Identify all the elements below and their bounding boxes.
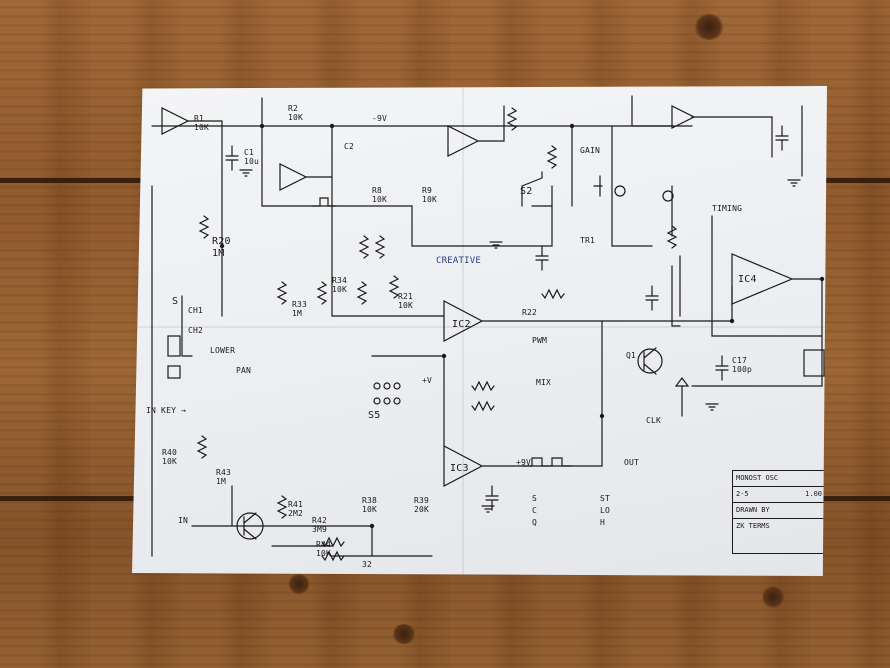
label-r8-value: 10K <box>372 195 388 204</box>
label-plus9: +9V <box>516 458 532 467</box>
label-r38-value: 10K <box>362 505 378 514</box>
label-r39-value: 20K <box>414 505 430 514</box>
wood-knot <box>694 14 724 40</box>
label-r33: R33 <box>292 300 308 309</box>
label-timing: TIMING <box>712 204 743 213</box>
label-creative: CREATIVE <box>436 256 481 266</box>
label-r41: R41 <box>288 500 304 509</box>
label-r39: R39 <box>414 496 430 505</box>
label-r42-value: 3M9 <box>312 525 328 534</box>
label-r41-value: 2M2 <box>288 509 304 518</box>
table-col-q: Q <box>532 518 538 527</box>
label-mix: MIX <box>536 378 552 387</box>
label-lower: LOWER <box>210 346 236 355</box>
label-r38: R38 <box>362 496 378 505</box>
table-val-3: H <box>600 518 606 527</box>
label-tr1: TR1 <box>580 236 596 245</box>
label-r2-value: 10K <box>288 113 304 122</box>
label-s5: S5 <box>368 410 381 421</box>
label-thirtytwo: 32 <box>362 560 373 569</box>
table-val-1: ST <box>600 494 611 503</box>
title-block: MONOST OSC 2-5 1.00 DRAWN BY ZK TERMS <box>732 470 826 554</box>
label-r44-value: 10K <box>316 549 332 558</box>
label-vplus: +V <box>422 376 433 385</box>
label-r2: R2 <box>288 104 299 113</box>
label-r1: R1 <box>194 114 205 123</box>
label-r21-value: 10K <box>398 301 414 310</box>
label-r44: R44 <box>316 540 332 549</box>
wood-knot <box>288 574 310 594</box>
label-r21: R21 <box>398 292 414 301</box>
label-c17: C17 <box>732 356 748 365</box>
table-col-c: C <box>532 506 538 515</box>
title-block-rev: 1.00 <box>805 490 822 498</box>
label-c17-value: 100p <box>732 365 753 374</box>
wood-knot <box>392 624 416 644</box>
label-r1-value: 10K <box>194 123 210 132</box>
label-r40-value: 10K <box>162 457 178 466</box>
label-in-key: IN KEY → <box>146 406 187 415</box>
label-out: OUT <box>624 458 640 467</box>
label-minus9: -9V <box>372 114 388 123</box>
label-r20-value: 1M <box>212 248 225 259</box>
label-q1: Q1 <box>626 351 637 360</box>
title-block-date-value: 2-5 <box>736 490 749 498</box>
title-block-notes: ZK TERMS <box>736 522 770 530</box>
label-r20: R20 <box>212 236 231 247</box>
label-pwm: PWM <box>532 336 548 345</box>
wood-knot <box>762 586 784 608</box>
label-ch1: CH1 <box>188 306 204 315</box>
label-ch2: CH2 <box>188 326 204 335</box>
label-r43: R43 <box>216 468 232 477</box>
paper-fold <box>132 326 827 328</box>
label-r8: R8 <box>372 186 383 195</box>
label-r33-value: 1M <box>292 309 303 318</box>
title-block-date: 2-5 1.00 <box>733 487 825 503</box>
table-val-2: LO <box>600 506 611 515</box>
label-switch: S <box>172 296 179 307</box>
schematic-drawing <box>151 95 825 562</box>
label-c2: C2 <box>344 142 355 151</box>
label-r43-value: 1M <box>216 477 227 486</box>
label-gain: GAIN <box>580 146 601 155</box>
title-block-title: MONOST OSC <box>733 471 825 487</box>
title-block-drawn: DRAWN BY <box>733 503 825 519</box>
label-pan: PAN <box>236 366 252 375</box>
schematic-paper: R1 10K R2 10K C1 10u C2 R8 10K R9 10K R2… <box>132 86 827 576</box>
label-s2: S2 <box>520 186 533 197</box>
label-c1-value: 10u <box>244 157 260 166</box>
label-in: IN <box>178 516 189 525</box>
label-ic2: IC2 <box>452 319 471 330</box>
label-r34: R34 <box>332 276 348 285</box>
table-col-s: S <box>532 494 538 503</box>
label-ic3: IC3 <box>450 463 469 474</box>
label-r22: R22 <box>522 308 538 317</box>
label-r42: R42 <box>312 516 328 525</box>
label-r34-value: 10K <box>332 285 348 294</box>
label-clk: CLK <box>646 416 662 425</box>
label-r40: R40 <box>162 448 178 457</box>
label-ic4: IC4 <box>738 274 757 285</box>
label-r9: R9 <box>422 186 433 195</box>
label-r9-value: 10K <box>422 195 438 204</box>
label-c1: C1 <box>244 148 255 157</box>
